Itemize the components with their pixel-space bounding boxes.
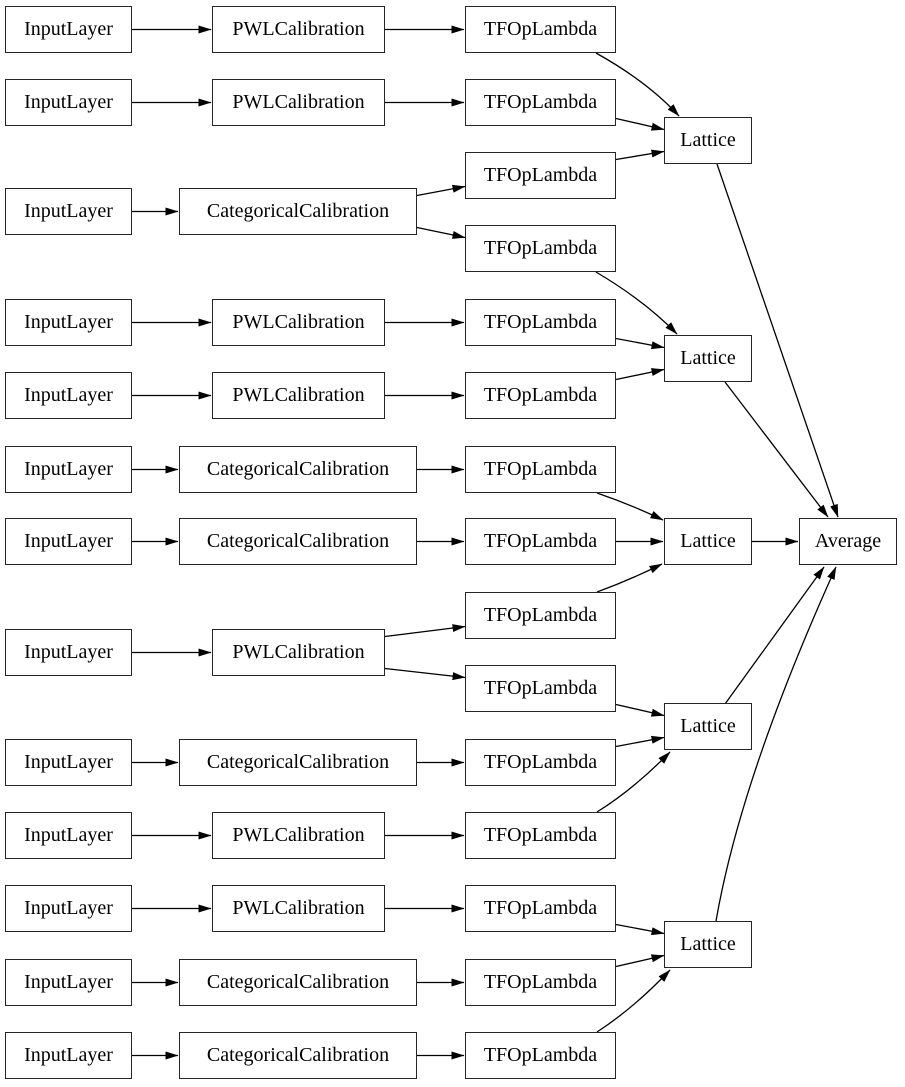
edge-tfop2-lattice0 [615,149,665,161]
node-cal7: PWLCalibration [212,629,385,676]
node-input4: InputLayer [5,372,132,419]
node-input8: InputLayer [5,739,132,786]
node-cal2: CategoricalCalibration [179,188,417,235]
edge-cal7-tfop9 [384,667,466,681]
edge-tfop11-lattice3 [596,751,671,813]
edge-tfop9-lattice3 [615,703,665,717]
edge-tfop12-lattice4 [615,923,665,936]
edge-tfop14-lattice4 [596,969,671,1033]
edge-cal2-tfop3 [416,226,466,239]
node-cal1: PWLCalibration [212,79,385,126]
node-cal11: CategoricalCalibration [179,959,417,1006]
node-tfop8: TFOpLambda [465,592,616,639]
node-cal10: PWLCalibration [212,885,385,932]
edge-tfop13-lattice4 [615,954,665,968]
node-input2: InputLayer [5,188,132,235]
node-tfop2: TFOpLambda [465,152,616,199]
node-lattice2: Lattice [664,518,752,565]
edge-tfop0-lattice0 [595,52,680,117]
node-tfop0: TFOpLambda [465,6,616,53]
node-input0: InputLayer [5,6,132,53]
edge-tfop1-lattice0 [615,117,665,131]
node-input5: InputLayer [5,446,132,493]
edge-cal2-tfop2 [416,184,466,197]
node-input6: InputLayer [5,518,132,565]
edge-group [132,25,839,1060]
node-cal12: CategoricalCalibration [179,1032,417,1079]
node-lattice4: Lattice [664,921,752,968]
node-tfop4: TFOpLambda [465,299,616,346]
node-tfop13: TFOpLambda [465,959,616,1006]
edge-tfop3-lattice1 [595,271,678,335]
node-tfop1: TFOpLambda [465,79,616,126]
node-input9: InputLayer [5,812,132,859]
node-lattice0: Lattice [664,117,752,164]
edge-tfop4-lattice1 [615,337,665,350]
node-tfop10: TFOpLambda [465,739,616,786]
node-cal3: PWLCalibration [212,299,385,346]
edge-tfop8-lattice2 [596,563,663,593]
node-tfop11: TFOpLambda [465,812,616,859]
node-cal9: PWLCalibration [212,812,385,859]
node-tfop7: TFOpLambda [465,518,616,565]
node-tfop12: TFOpLambda [465,885,616,932]
node-lattice3: Lattice [664,703,752,750]
edge-tfop6-lattice2 [596,492,664,521]
edge-lattice4-avg [715,566,837,922]
node-tfop5: TFOpLambda [465,372,616,419]
edge-lattice3-avg [724,566,825,705]
node-tfop3: TFOpLambda [465,225,616,272]
node-cal0: PWLCalibration [212,6,385,53]
node-lattice1: Lattice [664,335,752,382]
edge-lattice1-avg [724,381,829,518]
node-tfop6: TFOpLambda [465,446,616,493]
node-input3: InputLayer [5,299,132,346]
node-input1: InputLayer [5,79,132,126]
node-tfop9: TFOpLambda [465,665,616,712]
node-cal5: CategoricalCalibration [179,446,417,493]
edge-lattice0-avg [716,163,839,518]
node-cal6: CategoricalCalibration [179,518,417,565]
node-tfop14: TFOpLambda [465,1032,616,1079]
node-input11: InputLayer [5,959,132,1006]
edge-cal7-tfop8 [384,624,466,638]
node-cal4: PWLCalibration [212,372,385,419]
node-input7: InputLayer [5,629,132,676]
node-cal8: CategoricalCalibration [179,739,417,786]
node-avg: Average [799,518,897,565]
node-input10: InputLayer [5,885,132,932]
node-input12: InputLayer [5,1032,132,1079]
edge-tfop10-lattice3 [615,735,665,748]
edge-tfop5-lattice1 [615,368,665,381]
